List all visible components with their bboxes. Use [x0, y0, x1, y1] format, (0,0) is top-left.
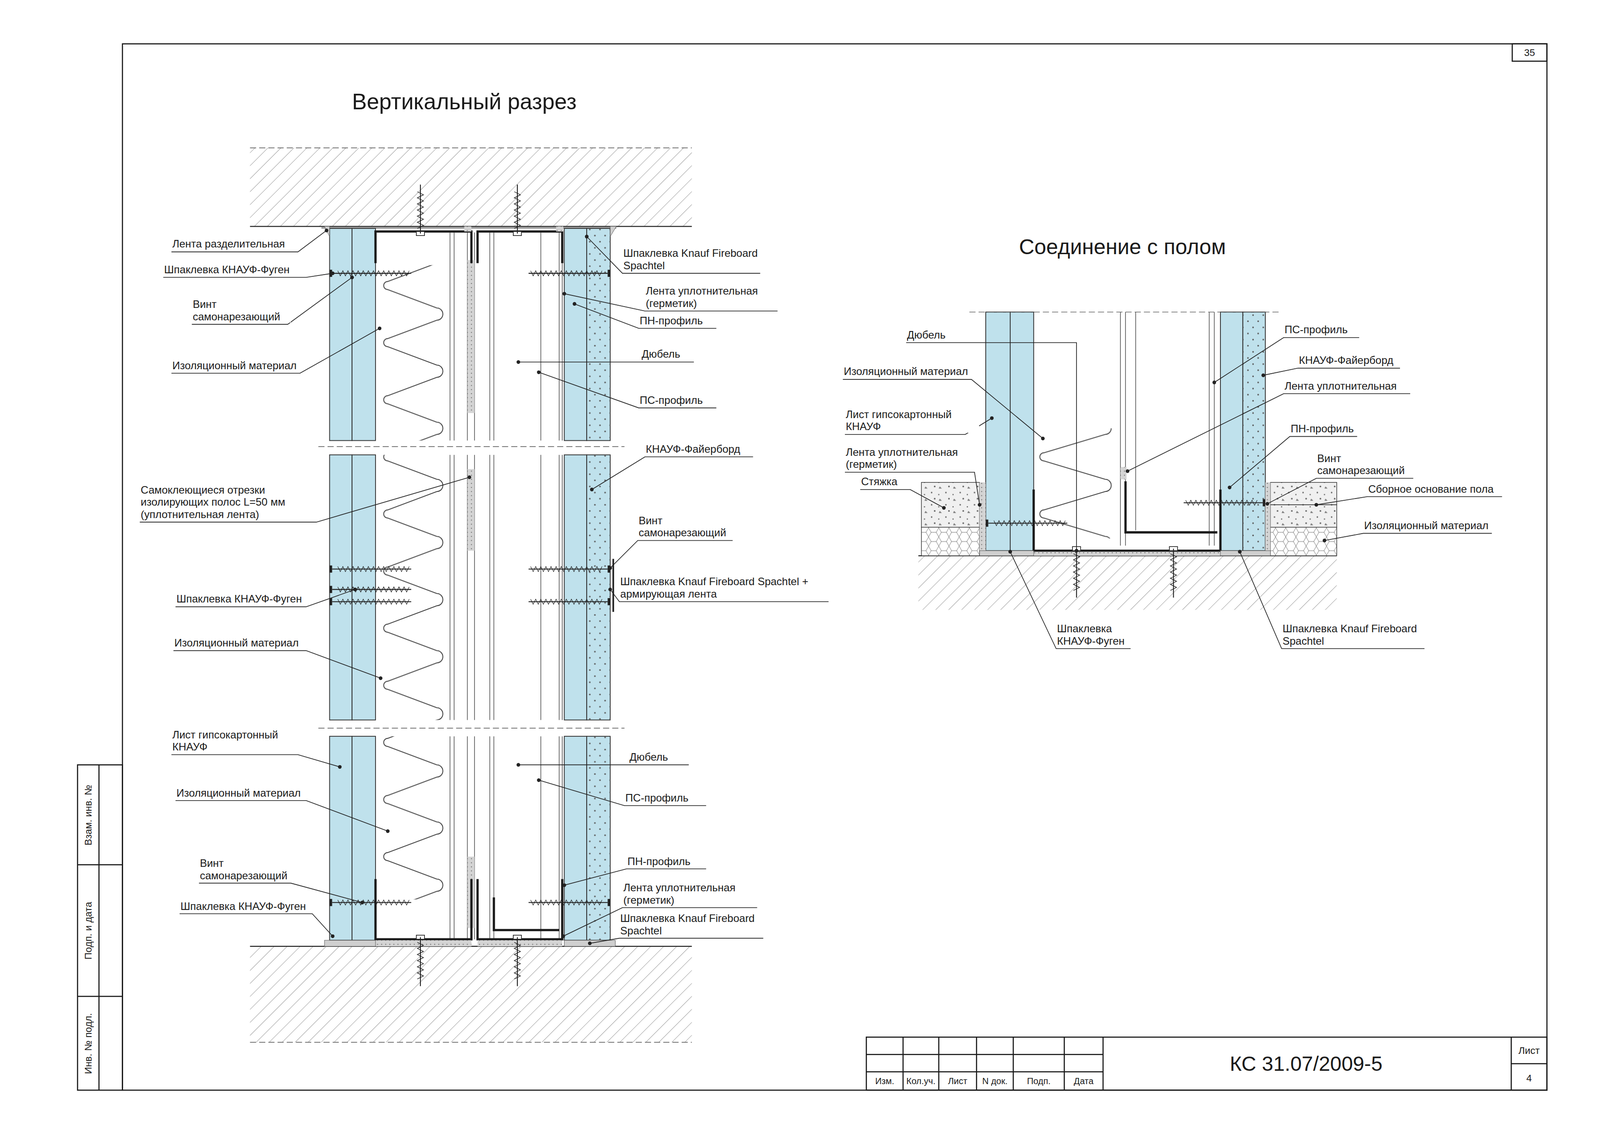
floor-joint-section	[918, 312, 1337, 610]
part-label: КНАУФ-Файерборд	[1297, 354, 1395, 367]
part-label: Лента уплотнительная (герметик)	[844, 446, 980, 471]
part-label: Дюбель	[906, 328, 947, 342]
title-block-cell: Дата	[1072, 1076, 1095, 1087]
part-label: Винт самонарезающий	[1316, 452, 1416, 477]
title-block-cell: N док.	[981, 1076, 1009, 1087]
part-label: ПС-профиль	[638, 394, 704, 407]
part-label: ПН-профиль	[1289, 422, 1355, 436]
part-label: Шпаклевка КНАУФ-Фуген	[1056, 622, 1140, 648]
stamp-cell: Взам. инв. №	[82, 784, 94, 847]
part-label: Шпаклевка Knauf Fireboard Spachtel	[622, 247, 763, 272]
part-label: ПН-профиль	[626, 855, 692, 868]
leader-lines	[140, 228, 1503, 946]
title-block-cell: Подп.	[1026, 1076, 1052, 1087]
part-label: Лента уплотнительная	[1283, 380, 1398, 393]
part-label: Лента уплотнительная (герметик)	[644, 284, 780, 310]
part-label: Изоляционный материал	[171, 359, 298, 372]
part-label: Шпаклевка Knauf Fireboard Spachtel	[619, 912, 760, 937]
part-label: Изоляционный материал	[842, 365, 969, 378]
part-label: Шпаклевка Knauf Fireboard Spachtel	[1281, 622, 1422, 648]
sheet-frame	[77, 44, 1547, 1091]
part-label: Дюбель	[640, 348, 682, 361]
part-label: Самоклеющиеся отрезки изолирующих полос …	[140, 484, 305, 521]
part-label: Лента разделительная	[171, 237, 286, 251]
part-label: ПС-профиль	[624, 792, 690, 805]
title-block-cell: Кол.уч.	[905, 1076, 937, 1087]
part-label: Лист гипсокартонный КНАУФ	[844, 408, 980, 433]
title-block-cell: Изм.	[874, 1076, 896, 1087]
drawing-title: Вертикальный разрез	[351, 89, 578, 116]
part-label: Лента уплотнительная (герметик)	[622, 881, 757, 907]
part-label: Шпаклевка Knauf Fireboard Spachtel + арм…	[619, 575, 836, 600]
part-label: Стяжка	[860, 475, 899, 488]
title-block-cell: Лист	[947, 1076, 968, 1087]
part-label: Дюбель	[628, 751, 669, 764]
sheet-number: 4	[1525, 1072, 1533, 1084]
part-label: КНАУФ-Файерборд	[644, 443, 742, 456]
stamp-cell: Подп. и дата	[82, 901, 94, 961]
part-label: Лист гипсокартонный КНАУФ	[171, 728, 306, 754]
part-label: ПС-профиль	[1283, 323, 1349, 336]
part-label: Шпаклевка КНАУФ-Фуген	[175, 592, 303, 606]
part-label: Винт самонарезающий	[637, 514, 737, 540]
part-label: Шпаклевка КНАУФ-Фуген	[163, 263, 291, 276]
section-title: Соединение с полом	[1018, 234, 1228, 260]
part-label: Изоляционный материал	[173, 636, 300, 650]
part-label: Винт самонарезающий	[192, 298, 291, 323]
part-label: Изоляционный материал	[175, 787, 302, 800]
page-number: 35	[1523, 47, 1536, 59]
sheet-label: Лист	[1517, 1045, 1541, 1057]
stamp-cell: Инв. № подл.	[82, 1012, 94, 1076]
part-label: Изоляционный материал	[1363, 519, 1490, 532]
part-label: Шпаклевка КНАУФ-Фуген	[179, 900, 307, 913]
part-label: ПН-профиль	[638, 314, 704, 328]
part-label: Сборное основание пола	[1367, 483, 1495, 496]
part-label: Винт самонарезающий	[199, 857, 298, 882]
document-code: КС 31.07/2009-5	[1228, 1052, 1384, 1076]
